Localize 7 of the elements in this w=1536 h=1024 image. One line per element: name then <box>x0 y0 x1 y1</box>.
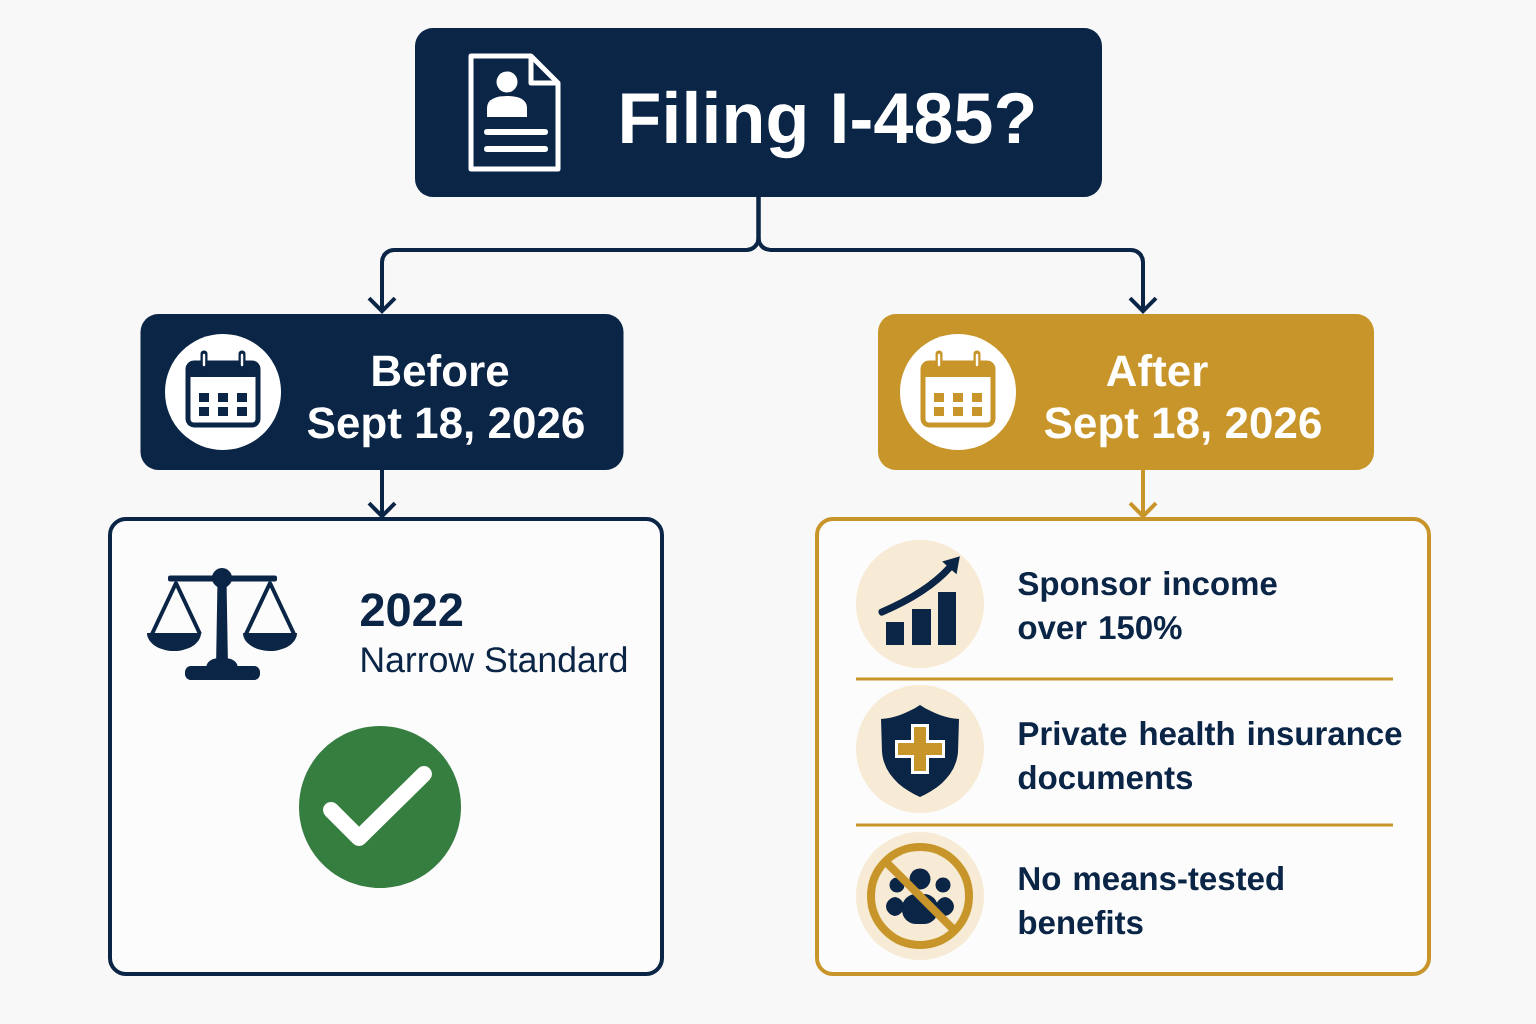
year-heading: 2022 <box>361 593 463 627</box>
requirement-text: Private health insurance documents <box>1018 721 1402 790</box>
title-box: Filing I-485? <box>415 28 1102 197</box>
requirement-text: Sponsor income over 150% <box>1018 571 1277 640</box>
standard-text: Narrow Standard <box>362 646 627 673</box>
arrow <box>756 197 1158 314</box>
requirement-text: No means-tested benefits <box>1019 866 1283 935</box>
